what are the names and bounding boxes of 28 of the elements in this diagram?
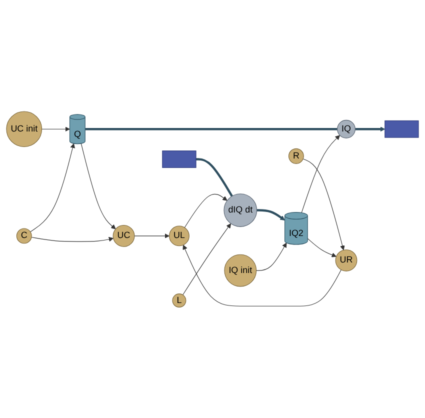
node-circle: IQ xyxy=(337,120,356,138)
node-box xyxy=(162,150,196,168)
arrow xyxy=(31,236,114,242)
node-box xyxy=(384,120,419,138)
arrow xyxy=(182,244,342,306)
arrow xyxy=(301,134,340,213)
node-circle: UL xyxy=(169,225,190,246)
node-circle: dIQ dt xyxy=(224,193,258,227)
arrow xyxy=(307,238,337,257)
node-circle: L xyxy=(172,293,186,308)
arrow xyxy=(184,194,228,228)
node-circle: UC init xyxy=(6,110,42,147)
node-circle: UC xyxy=(112,224,135,247)
node-circle: UR xyxy=(335,249,358,271)
arrow xyxy=(256,208,285,220)
node-circle: C xyxy=(16,228,32,244)
arrow xyxy=(134,233,170,238)
arrow xyxy=(302,158,345,250)
connector xyxy=(196,158,233,196)
arrow xyxy=(80,142,116,229)
arrow xyxy=(41,126,70,132)
arrow xyxy=(182,223,232,295)
node-circle: R xyxy=(288,148,304,164)
connector xyxy=(85,128,338,130)
arrow xyxy=(256,242,287,270)
arrow xyxy=(30,142,76,232)
node-circle: IQ init xyxy=(224,254,257,286)
arrow xyxy=(355,126,386,132)
